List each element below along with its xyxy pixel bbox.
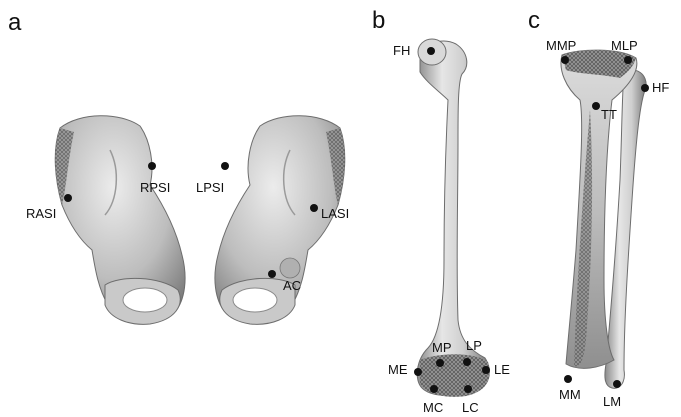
panel-letter-a: a: [8, 9, 22, 36]
landmark-mmp-label: MMP: [546, 38, 576, 53]
landmark-le-label: LE: [494, 362, 510, 377]
landmark-lp-label: LP: [466, 338, 482, 353]
landmark-mlp-dot: [624, 56, 632, 64]
landmark-fh-label: FH: [393, 43, 410, 58]
landmark-lm-dot: [613, 380, 621, 388]
landmark-mm-dot: [564, 375, 572, 383]
landmark-tt-label: TT: [601, 107, 617, 122]
landmark-rasi-label: RASI: [26, 206, 56, 221]
panel-letter-b: b: [372, 7, 385, 34]
landmark-mm-label: MM: [559, 387, 581, 402]
landmark-ac-dot: [268, 270, 276, 278]
landmark-lc-dot: [464, 385, 472, 393]
landmark-mp-label: MP: [432, 340, 452, 355]
landmark-lasi-label: LASI: [321, 206, 349, 221]
landmark-le-dot: [482, 366, 490, 374]
landmark-mmp-dot: [561, 56, 569, 64]
landmark-rpsi-label: RPSI: [140, 180, 170, 195]
landmark-hf-dot: [641, 84, 649, 92]
panel-c-tibia-fibula: [561, 50, 646, 388]
landmark-mc-label: MC: [423, 400, 443, 415]
landmark-lm-label: LM: [603, 394, 621, 409]
landmark-me-label: ME: [388, 362, 408, 377]
landmark-mc-dot: [430, 385, 438, 393]
landmark-me-dot: [414, 368, 422, 376]
landmark-tt-dot: [592, 102, 600, 110]
right-hemipelvis: [55, 116, 185, 325]
landmark-ac-label: AC: [283, 278, 301, 293]
landmark-mp-dot: [436, 359, 444, 367]
panel-a-pelvis: [55, 116, 345, 325]
landmark-lpsi-label: LPSI: [196, 180, 224, 195]
panel-letter-c: c: [528, 7, 540, 34]
landmark-lc-label: LC: [462, 400, 479, 415]
landmark-lpsi-dot: [221, 162, 229, 170]
landmark-lp-dot: [463, 358, 471, 366]
landmark-hf-label: HF: [652, 80, 669, 95]
landmark-lasi-dot: [310, 204, 318, 212]
landmark-mlp-label: MLP: [611, 38, 638, 53]
landmark-fh-dot: [427, 47, 435, 55]
landmark-rpsi-dot: [148, 162, 156, 170]
landmark-rasi-dot: [64, 194, 72, 202]
